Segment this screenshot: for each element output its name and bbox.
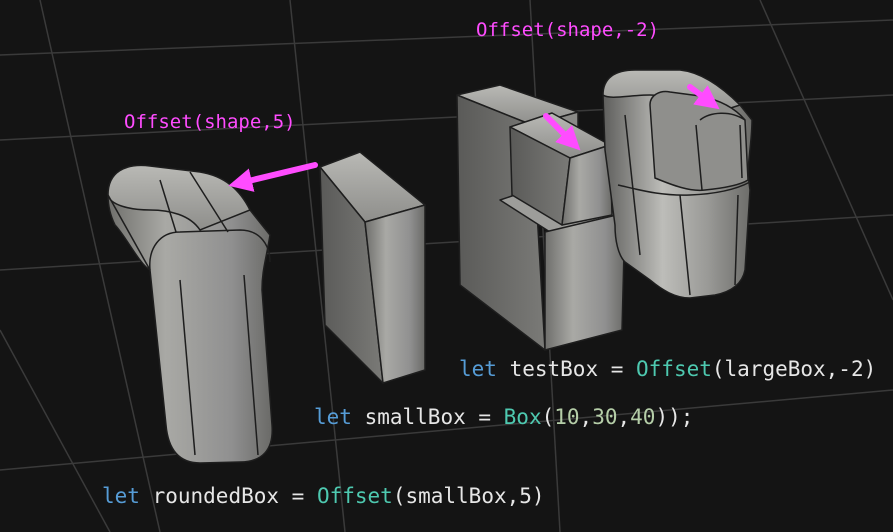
arrow-offset-negative-a bbox=[543, 113, 581, 151]
rounded-test-box-shape bbox=[602, 69, 753, 299]
paren-open: ( bbox=[541, 405, 555, 429]
keyword-let: let bbox=[314, 405, 352, 429]
variable-assign: roundedBox = bbox=[139, 484, 317, 508]
arguments: (smallBox,5) bbox=[392, 484, 545, 508]
keyword-let: let bbox=[102, 484, 140, 508]
arrow-offset-negative-b bbox=[687, 84, 720, 110]
annotation-arrows bbox=[228, 84, 720, 192]
arguments: (largeBox,-2) bbox=[711, 357, 877, 381]
function-name: Box bbox=[503, 405, 542, 429]
keyword-let: let bbox=[459, 357, 497, 381]
small-box-shape bbox=[319, 151, 426, 384]
function-name: Offset bbox=[316, 484, 393, 508]
function-name: Offset bbox=[636, 357, 712, 381]
number-arg: 40 bbox=[630, 405, 656, 429]
annotation-offset-positive: Offset(shape,5) bbox=[124, 111, 296, 133]
number-arg: 10 bbox=[554, 405, 580, 429]
comma: , bbox=[617, 405, 631, 429]
variable-assign: testBox = bbox=[496, 357, 637, 381]
test-box-shape bbox=[456, 84, 626, 351]
rounded-box-shape bbox=[107, 164, 273, 464]
arrow-offset-positive bbox=[228, 162, 318, 192]
comma: , bbox=[579, 405, 593, 429]
paren-close: )); bbox=[655, 405, 694, 429]
code-line-smallbox: let smallBox = Box(10,30,40)); bbox=[314, 405, 693, 429]
number-arg: 30 bbox=[592, 405, 618, 429]
code-line-roundedbox: let roundedBox = Offset(smallBox,5) bbox=[102, 484, 545, 508]
code-line-testbox: let testBox = Offset(largeBox,-2) bbox=[459, 357, 876, 381]
variable-assign: smallBox = bbox=[351, 405, 504, 429]
annotation-offset-negative: Offset(shape,-2) bbox=[476, 19, 660, 41]
